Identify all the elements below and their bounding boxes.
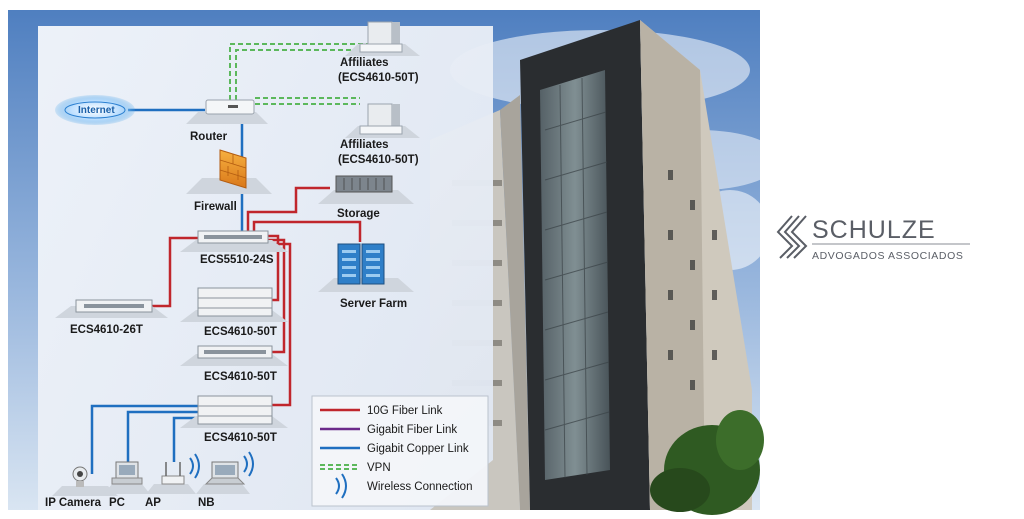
legend-label-gigabit-fiber: Gigabit Fiber Link: [367, 424, 457, 436]
ap-wireless-icon: [189, 453, 200, 479]
affiliates-top-model: (ECS4610-50T): [338, 72, 419, 84]
pc-icon: [104, 461, 150, 494]
legend-label-10g-fiber: 10G Fiber Link: [367, 405, 443, 417]
affiliates-bottom-icon: [345, 103, 420, 138]
pc-label: PC: [109, 497, 125, 509]
server-farm-label: Server Farm: [340, 298, 407, 310]
legend-swatch-wireless-icon: [335, 473, 347, 499]
core-storage-link: [246, 186, 330, 232]
vpn-link-top-2: [235, 49, 370, 108]
access-pc-link: [126, 410, 200, 462]
access-switch-3-icon: [180, 395, 288, 428]
nb-wireless-icon: [243, 451, 254, 477]
side-switch-label: ECS4610-26T: [70, 324, 143, 336]
access-switch-2-icon: [180, 345, 288, 366]
internet-label: Internet: [78, 105, 115, 116]
ip-camera-label: IP Camera: [45, 497, 102, 509]
core-switch-icon: [180, 230, 288, 252]
ip-camera-icon: [52, 466, 118, 496]
core-access3-link: [268, 242, 292, 407]
core-access1-link: [268, 234, 280, 302]
legend: 10G Fiber Link Gigabit Fiber Link Gigabi…: [311, 395, 489, 507]
links: [90, 43, 370, 474]
affiliates-top-icon: [345, 21, 420, 56]
access-ipcamera-link: [90, 404, 200, 474]
core-switch-label: ECS5510-24S: [200, 254, 274, 266]
router-icon: [186, 99, 268, 124]
core-access2-link: [268, 238, 286, 354]
legend-label-vpn: VPN: [367, 462, 391, 474]
ap-label: AP: [145, 497, 161, 509]
ap-icon: [146, 462, 196, 494]
nb-label: NB: [198, 497, 215, 509]
internet-cloud-icon: [55, 95, 135, 125]
schulze-logo: SCHULZE ADVOGADOS ASSOCIADOS: [776, 215, 970, 262]
firewall-icon: [186, 149, 272, 194]
vpn-link-top: [229, 43, 370, 108]
schulze-logo-mark-icon: [776, 215, 808, 259]
brand-tagline: ADVOGADOS ASSOCIADOS: [812, 250, 963, 262]
access-ap-link: [172, 416, 200, 462]
legend-label-wireless: Wireless Connection: [367, 481, 472, 493]
nb-icon: [196, 461, 250, 494]
affiliates-top-label: Affiliates: [340, 57, 389, 69]
access-switch-1-icon: [180, 287, 288, 322]
firewall-label: Firewall: [194, 201, 237, 213]
brand-name: SCHULZE: [812, 216, 936, 244]
server-farm-icon: [318, 243, 414, 292]
access-switch-3-label: ECS4610-50T: [204, 432, 277, 444]
affiliates-bottom-model: (ECS4610-50T): [338, 154, 419, 166]
core-serverfarm-link: [252, 220, 362, 242]
legend-label-gigabit-copper: Gigabit Copper Link: [367, 443, 469, 455]
storage-icon: [318, 175, 414, 204]
core-side-link: [150, 236, 200, 308]
side-switch-icon: [55, 299, 168, 318]
access-switch-2-label: ECS4610-50T: [204, 371, 277, 383]
storage-label: Storage: [337, 208, 380, 220]
diagram-panel: [38, 26, 493, 510]
affiliates-bottom-label: Affiliates: [340, 139, 389, 151]
access-switch-1-label: ECS4610-50T: [204, 326, 277, 338]
router-label: Router: [190, 131, 228, 143]
